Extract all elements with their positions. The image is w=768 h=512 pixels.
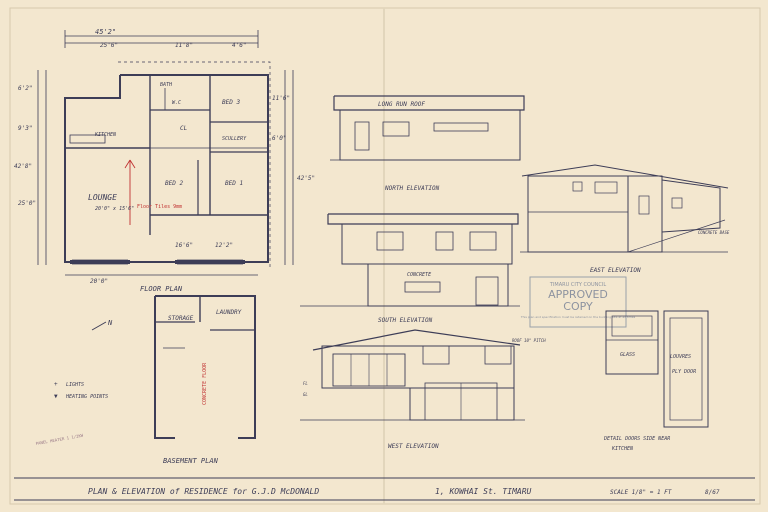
drawing-address: 1, KOWHAI St. TIMARU — [435, 487, 532, 496]
detail-doors: GLASS LOUVRES PLY DOOR DETAIL DOORS SIDE… — [603, 310, 709, 452]
basement-plan-title: BASEMENT PLAN — [163, 457, 219, 465]
floor-plan: Floor Tiles 9mm 45'2" 25'6" 11'8" 4'6" 6… — [14, 28, 315, 293]
lights-label: LIGHTS — [66, 382, 84, 388]
room-bed1: BED 1 — [225, 180, 243, 187]
dim-bottom-b: 16'6" — [175, 242, 193, 249]
dim-overall-width: 45'2" — [95, 28, 116, 36]
room-lounge-note: 20'0" x 15'6" — [95, 206, 134, 212]
basement-note: CONCRETE FLOOR — [202, 362, 208, 405]
detail-caption-2: KITCHEN — [611, 446, 634, 452]
south-elevation-title: SOUTH ELEVATION — [378, 317, 433, 324]
west-gl: GL — [303, 392, 308, 397]
stamp-council: TIMARU CITY COUNCIL — [549, 282, 606, 288]
north-arrow: N — [107, 319, 113, 327]
east-note: CONCRETE BASE — [698, 230, 730, 235]
light-symbol: + — [54, 381, 58, 388]
room-bed2: BED 2 — [165, 180, 183, 187]
side-note: PANEL HEATER 1 1/2KW — [35, 433, 84, 446]
north-elevation: LONG RUN ROOF NORTH ELEVATION — [330, 95, 525, 192]
south-elevation: CONCRETE SOUTH ELEVATION — [300, 213, 520, 324]
storage-label: STORAGE — [168, 315, 194, 322]
sheet-number: 8/67 — [705, 489, 720, 496]
title-block: PLAN & ELEVATION of RESIDENCE for G.J.D … — [14, 477, 755, 501]
dim-bottom-a: 20'0" — [90, 278, 108, 285]
red-annotation: Floor Tiles 9mm — [137, 204, 182, 210]
room-wc: W.C — [172, 100, 181, 106]
roof-pitch: ROOF 10° PITCH — [512, 338, 546, 343]
dim-left-total: 42'8" — [14, 163, 32, 170]
dim-right-a: 11'6" — [272, 95, 290, 102]
room-lounge: LOUNGE — [88, 193, 117, 202]
room-scullery: SCULLERY — [222, 136, 247, 142]
drawing-title: PLAN & ELEVATION of RESIDENCE for G.J.D … — [88, 487, 319, 496]
stamp-line2: COPY — [563, 300, 593, 313]
room-kitchen: KITCHEN — [94, 132, 117, 138]
dim-bottom-c: 12'2" — [215, 242, 233, 249]
dim-right-b: 6'0" — [272, 135, 286, 142]
detail-glass: GLASS — [620, 352, 635, 358]
north-elevation-title: NORTH ELEVATION — [384, 185, 440, 192]
room-bath: BATH — [160, 82, 173, 88]
room-closet: CL — [180, 125, 188, 132]
west-elevation-title: WEST ELEVATION — [388, 443, 439, 450]
laundry-label: LAUNDRY — [216, 309, 242, 316]
drawing-scale: SCALE 1/8" = 1 FT — [610, 489, 672, 496]
south-label: CONCRETE — [407, 272, 431, 278]
north-roof-label: LONG RUN ROOF — [378, 101, 425, 108]
approved-stamp: TIMARU CITY COUNCIL APPROVED COPY This p… — [520, 276, 636, 328]
stamp-note: This plan and specification must be reta… — [520, 315, 636, 319]
legend: N + LIGHTS ▼ HEATING POINTS PANEL HEATER… — [35, 319, 113, 446]
detail-caption-1: DETAIL DOORS SIDE NEAR — [603, 436, 670, 442]
room-bed3: BED 3 — [222, 99, 240, 106]
dim-right-total: 42'5" — [297, 175, 315, 182]
heating-label: HEATING POINTS — [65, 394, 108, 400]
dim-top-a: 25'6" — [100, 42, 118, 49]
basement-plan: STORAGE LAUNDRY CONCRETE FLOOR BASEMENT … — [154, 295, 256, 465]
east-elevation-title: EAST ELEVATION — [590, 267, 641, 274]
dim-left-b: 9'3" — [18, 125, 32, 132]
west-fl: FL — [303, 381, 308, 386]
dim-top-b: 11'8" — [175, 42, 193, 49]
dim-left-a: 6'2" — [18, 85, 32, 92]
dim-left-c: 25'0" — [18, 200, 36, 207]
east-elevation: CONCRETE BASE EAST ELEVATION — [520, 164, 730, 274]
west-elevation: ROOF 10° PITCH FL GL WEST ELEVATION — [300, 329, 546, 450]
heating-symbol: ▼ — [54, 393, 58, 400]
detail-louvres: LOUVRES — [670, 354, 691, 360]
floor-plan-title: FLOOR PLAN — [140, 285, 183, 293]
stamp-line1: APPROVED — [548, 288, 608, 301]
detail-ply: PLY DOOR — [672, 369, 696, 375]
dim-top-c: 4'6" — [232, 42, 246, 49]
